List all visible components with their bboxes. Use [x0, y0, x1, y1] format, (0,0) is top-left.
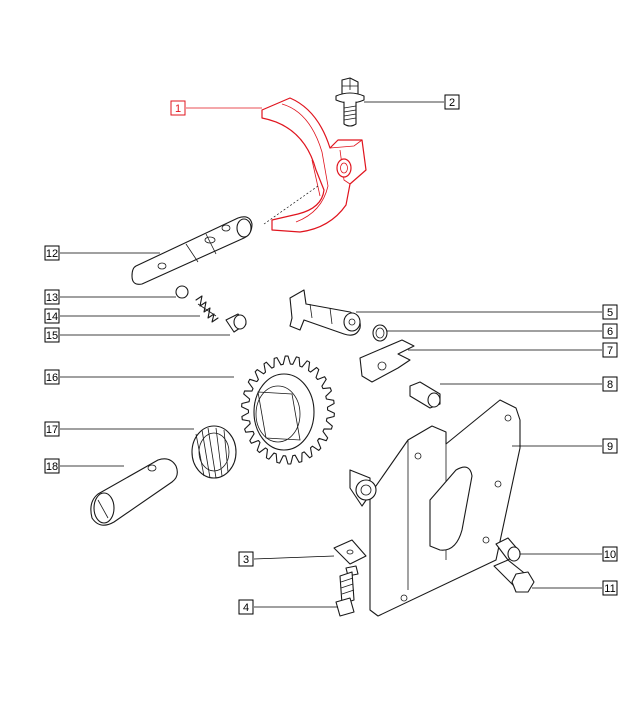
callout-9[interactable]: 9	[602, 438, 618, 454]
callout-12[interactable]: 12	[44, 245, 60, 261]
callout-4-label: 4	[243, 602, 249, 614]
callout-6[interactable]: 6	[602, 323, 618, 339]
part-16-gear[interactable]	[241, 355, 335, 465]
callout-18-label: 18	[46, 461, 58, 473]
part-6-circlip[interactable]	[372, 324, 388, 342]
callout-4[interactable]: 4	[238, 599, 254, 615]
callout-18[interactable]: 18	[44, 458, 60, 474]
callout-14-label: 14	[46, 311, 58, 323]
callout-1-label: 1	[175, 103, 181, 115]
callout-1[interactable]: 1	[170, 100, 186, 116]
callout-10-label: 10	[604, 549, 616, 561]
callout-13[interactable]: 13	[44, 289, 60, 305]
callout-8-label: 8	[607, 379, 613, 391]
callout-16[interactable]: 16	[44, 369, 60, 385]
part-9-housing[interactable]	[349, 399, 521, 617]
callout-9-label: 9	[607, 441, 613, 453]
callout-17[interactable]: 17	[44, 421, 60, 437]
callout-3-label: 3	[243, 554, 249, 566]
callout-6-label: 6	[607, 326, 613, 338]
callout-5-label: 5	[607, 307, 613, 319]
part-14-spring[interactable]	[195, 295, 219, 323]
part-4-bolt[interactable]	[335, 565, 359, 617]
part-8-screw[interactable]	[409, 381, 441, 409]
callout-2[interactable]: 2	[444, 94, 460, 110]
part-13-ball[interactable]	[175, 285, 189, 299]
part-18-shaft[interactable]	[90, 458, 178, 526]
part-7-lock-plate[interactable]	[359, 339, 415, 383]
part-11-flange-bolt[interactable]	[493, 559, 535, 593]
callout-12-label: 12	[46, 248, 58, 260]
part-10-dowel-pin[interactable]	[495, 537, 521, 562]
part-12-shift-rod[interactable]	[131, 216, 253, 285]
callout-3[interactable]: 3	[238, 551, 254, 567]
callout-10[interactable]: 10	[602, 546, 618, 562]
callout-7[interactable]: 7	[602, 342, 618, 358]
callout-15-label: 15	[46, 330, 58, 342]
callout-11-label: 11	[604, 583, 615, 595]
part-3-plate[interactable]	[333, 539, 367, 565]
callout-17-label: 17	[46, 424, 58, 436]
part-15-plunger[interactable]	[225, 313, 247, 333]
callout-2-label: 2	[449, 97, 455, 109]
part-2-bolt[interactable]	[335, 77, 365, 127]
leader-lines	[60, 101, 602, 608]
callout-7-label: 7	[607, 345, 613, 357]
callout-11[interactable]: 11	[602, 580, 618, 596]
callout-8[interactable]: 8	[602, 376, 618, 392]
leader-3	[253, 555, 335, 560]
callout-5[interactable]: 5	[602, 304, 618, 320]
part-17-needle-bearing[interactable]	[191, 425, 237, 479]
part-1-shift-fork[interactable]	[261, 97, 367, 233]
part-5-selector-lever[interactable]	[289, 289, 361, 336]
callout-13-label: 13	[46, 292, 58, 304]
callout-15[interactable]: 15	[44, 327, 60, 343]
callout-16-label: 16	[46, 372, 58, 384]
callout-14[interactable]: 14	[44, 308, 60, 324]
